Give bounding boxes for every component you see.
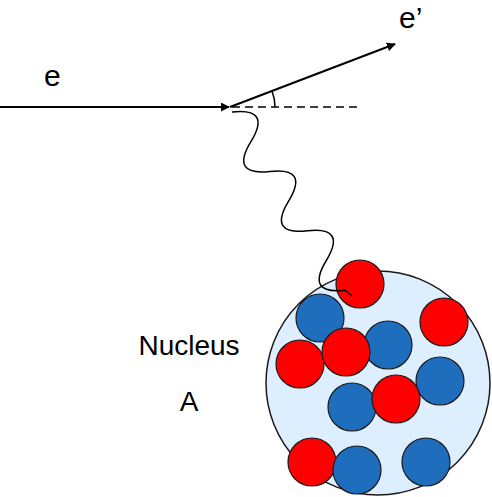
proton — [322, 328, 370, 376]
proton — [372, 375, 420, 423]
virtual-photon — [232, 111, 352, 296]
beam-axis — [232, 106, 362, 108]
neutron — [402, 438, 450, 486]
outgoing-electron — [230, 44, 395, 107]
nucleons — [276, 260, 468, 494]
proton — [288, 438, 336, 486]
neutron — [328, 383, 376, 431]
proton — [420, 298, 468, 346]
struck-proton — [336, 260, 384, 308]
neutron — [364, 321, 412, 369]
nucleus-label: Nucleus A — [128, 318, 250, 430]
neutron — [333, 446, 381, 494]
proton — [276, 340, 324, 388]
angle-arc — [272, 91, 275, 107]
neutron — [416, 357, 464, 405]
incoming-electron — [0, 106, 229, 108]
particle-label: e’ — [399, 0, 422, 36]
particle-label: e — [44, 58, 61, 94]
nucleus-outline — [266, 271, 490, 495]
